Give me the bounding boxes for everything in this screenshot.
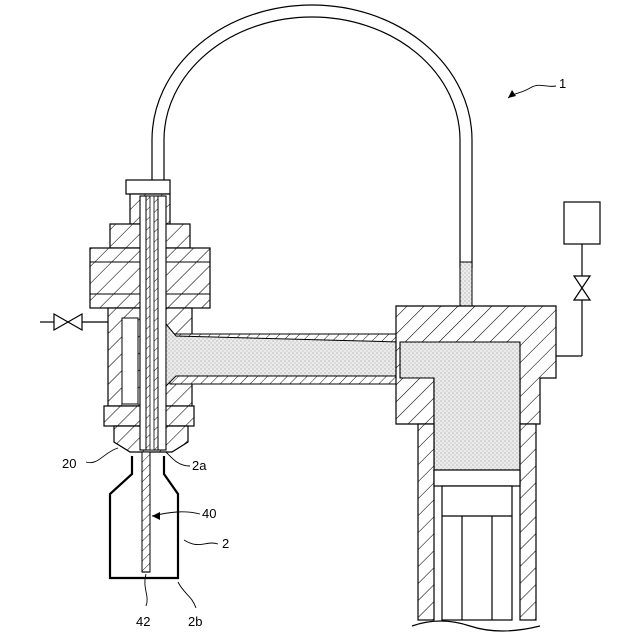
bottle [110,452,178,578]
label-apparatus: 1 [559,76,566,91]
label-bottle-mouth: 2a [192,458,207,473]
tube-cap [126,180,170,194]
needle [142,452,150,572]
label-bottle-bottom: 2b [188,614,202,629]
label-bottle: 2 [222,536,229,551]
right-valve [574,276,590,300]
label-fitting: 20 [62,456,76,471]
needle-fitting [82,180,210,452]
piston-head [434,470,520,486]
pressure-source [564,202,600,356]
label-needle-tip: 42 [136,614,150,629]
left-valve [40,314,82,330]
pressure-box [564,202,600,244]
flow-channel [166,324,400,386]
label-needle: 40 [202,506,216,521]
